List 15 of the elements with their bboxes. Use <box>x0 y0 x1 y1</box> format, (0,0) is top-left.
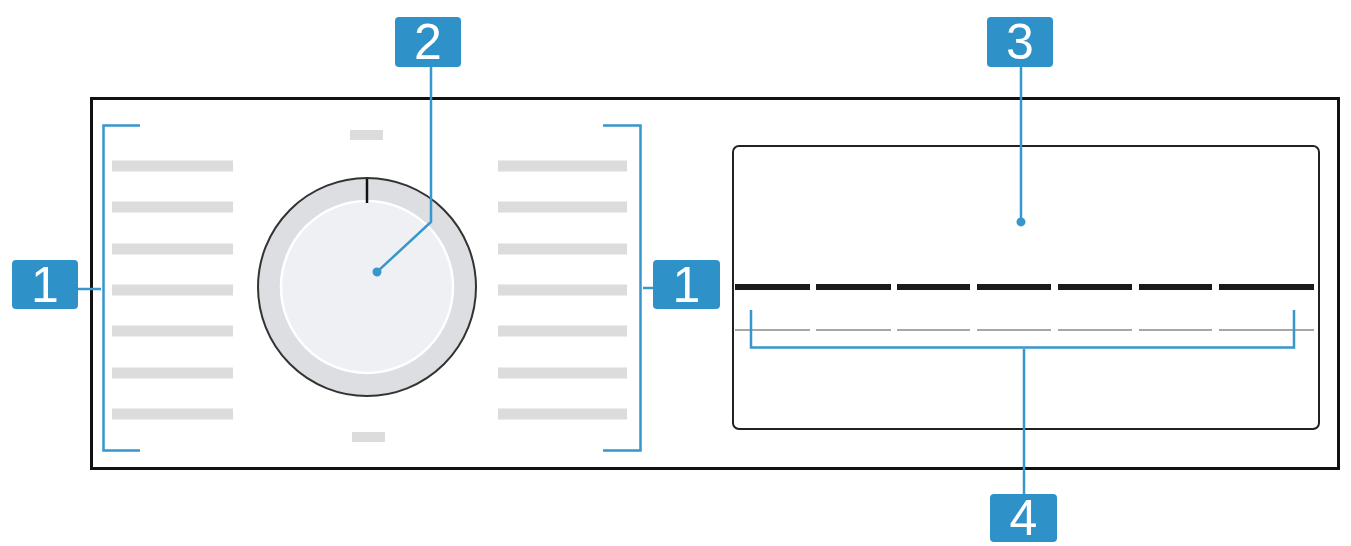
callout-number: 4 <box>990 494 1057 542</box>
button-column <box>101 124 235 452</box>
callout-number: 1 <box>653 260 720 309</box>
rotary-dial <box>256 176 478 398</box>
leader-line <box>372 67 433 277</box>
leader-line <box>78 287 101 291</box>
button-column <box>496 124 643 452</box>
callout-number: 3 <box>987 17 1053 67</box>
callout-number: 1 <box>12 260 78 309</box>
callout-number: 2 <box>395 17 461 67</box>
bracketed-dashed-line <box>734 308 1314 349</box>
leader-line <box>643 286 653 290</box>
leader-line <box>1016 67 1026 227</box>
display-screen <box>732 145 1320 430</box>
leader-line <box>1022 349 1026 494</box>
